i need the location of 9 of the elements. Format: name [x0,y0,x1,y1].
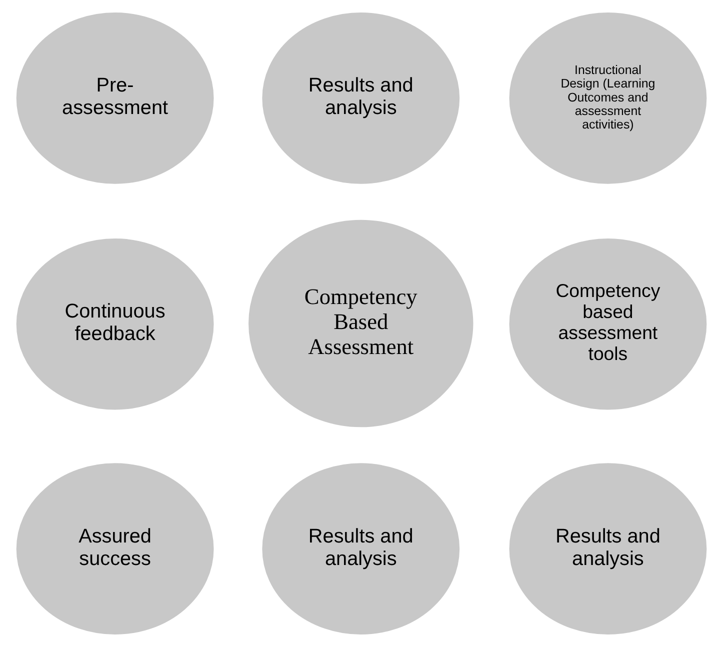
node-ellipse: Results and analysis [262,12,460,184]
node-circle: Competency Based Assessment [248,220,474,428]
node-ellipse: Continuous feedback [16,238,214,410]
node-ellipse: Results and analysis [509,463,707,634]
node-ellipse: Pre-assessment [16,12,214,184]
node-ellipse: Competency based assessment tools [509,238,707,410]
node-ellipse: Instructional Design (Learning Outcomes and assessment activities) [509,12,707,184]
node-ellipse: Results and analysis [262,463,460,634]
node-ellipse: Assured success [16,463,214,634]
